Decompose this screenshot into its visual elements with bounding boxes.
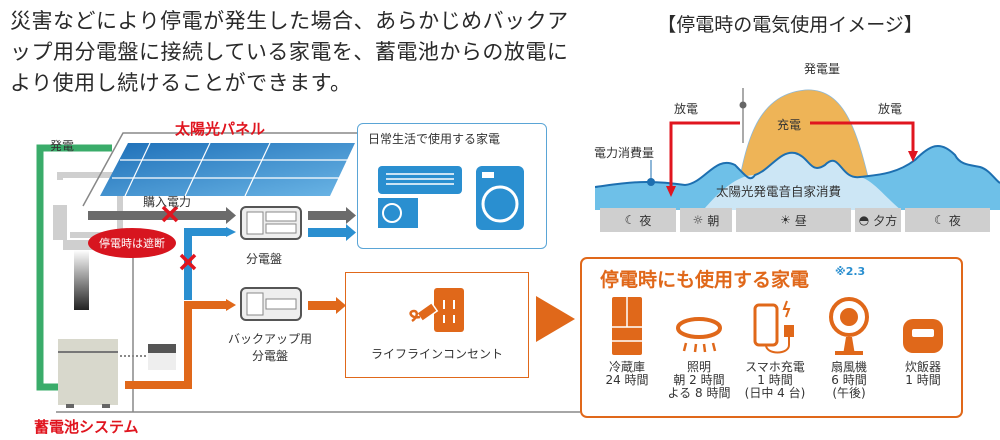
appliance-smartphone-charge: スマホ充電 1 時間 (日中 4 台)	[740, 295, 810, 400]
solar-panel-array	[100, 143, 355, 196]
sunset-icon: ◓	[858, 213, 870, 227]
appliance-text: スマホ充電 1 時間 (日中 4 台)	[744, 360, 806, 400]
appliance-light: 照明 朝 2 時間 よる 8 時間	[664, 295, 734, 400]
sun-icon: ☀	[780, 213, 791, 227]
cut-x-icon	[179, 253, 197, 271]
time-period-label: 夜	[948, 213, 961, 228]
flow-arrow-icon	[536, 296, 575, 342]
discharge-left-arrow	[669, 121, 740, 190]
rice-cooker-icon	[903, 319, 943, 353]
smartphone-charge-icon	[753, 300, 794, 354]
appliance-text: 炊飯器 1 時間	[904, 360, 941, 387]
outdoor-unit	[53, 205, 67, 240]
outage-cut-badge: 停電時は遮断	[88, 228, 176, 258]
outlet-plug-icon	[409, 288, 464, 332]
purchased-power-arrowhead	[226, 207, 236, 224]
usage-chart-title: 【停電時の電気使用イメージ】	[657, 14, 923, 36]
backup-board-label-line2: 分電盤	[251, 349, 288, 363]
lifeline-outlet-label: ライフラインコンセント	[370, 347, 503, 361]
backup-board-label-line1: バックアップ用	[227, 332, 312, 346]
time-period-night-2: ☾夜	[905, 208, 990, 232]
emergency-appliances-title: 停電時にも使用する家電	[600, 269, 810, 291]
appliance-text: 冷蔵庫 24 時間	[605, 360, 649, 387]
roof-line	[82, 132, 357, 207]
discharge-right-label: 放電	[878, 102, 903, 116]
house-pillar	[74, 250, 89, 310]
battery-unit-icon	[58, 339, 118, 408]
daily-appliances-box: 日常生活で使用する家電	[357, 123, 547, 249]
self-consumption-area	[703, 152, 902, 210]
electric-fan-icon	[829, 297, 869, 355]
panel-grid	[112, 142, 348, 197]
usage-chart	[595, 88, 1000, 210]
cut-x-icon	[161, 205, 179, 223]
daily-appliances-title: 日常生活で使用する家電	[368, 132, 501, 146]
time-period-evening: ◓夕方	[855, 208, 901, 232]
generation-amount-label: 発電量	[804, 62, 841, 76]
consumption-line	[595, 145, 1000, 188]
appliance-text: 照明 朝 2 時間 よる 8 時間	[667, 360, 731, 400]
moon-icon: ☾	[934, 213, 945, 227]
intro-text: 災害などにより停電が発生した場合、あらかじめバックアップ用分電盤に接続している家…	[10, 9, 569, 95]
battery-system-label: 蓄電池システム	[34, 418, 139, 436]
air-conditioner-icon	[378, 166, 462, 228]
daily-feed-gray-line	[308, 211, 348, 220]
battery-monitor-icon	[148, 344, 176, 370]
lifeline-feed-line	[308, 301, 338, 310]
consumption-label: 電力消費量	[594, 146, 655, 160]
time-period-label: 夜	[639, 213, 652, 228]
consumption-dot	[647, 178, 655, 186]
battery-to-board-line	[184, 228, 228, 300]
generation-dot	[739, 101, 747, 109]
ceiling-light-icon	[676, 317, 722, 353]
time-period-morning: ☼朝	[680, 208, 732, 232]
discharge-left-label: 放電	[674, 102, 699, 116]
discharge-right-arrow	[810, 121, 915, 155]
backup-board-label: バックアップ用 分電盤	[218, 330, 322, 364]
refrigerator-icon	[612, 297, 642, 355]
time-period-noon: ☀昼	[736, 208, 851, 232]
generation-line	[36, 144, 112, 391]
sun-small-icon: ☼	[692, 213, 704, 227]
lifeline-outlet-box: ライフラインコンセント	[345, 272, 529, 378]
appliance-fan: 扇風機 6 時間 (午後)	[814, 295, 884, 400]
time-period-label: 夕方	[873, 213, 898, 228]
purchased-power-line	[88, 211, 228, 220]
backup-board-icon	[240, 287, 302, 321]
appliance-text: 扇風機 6 時間 (午後)	[830, 360, 867, 400]
emergency-appliances-box: 停電時にも使用する家電 ※2.3 冷蔵庫 24 時間 照明 朝 2 時間 よる …	[580, 257, 963, 418]
generation-label: 発電	[50, 139, 75, 153]
distribution-board-label: 分電盤	[246, 252, 283, 266]
system-diagram	[36, 132, 580, 413]
appliance-refrigerator: 冷蔵庫 24 時間	[592, 295, 662, 387]
charge-label: 充電	[777, 118, 802, 132]
footnote-ref: ※2.3	[835, 265, 866, 278]
self-consumption-label: 太陽光発電音自家消費	[716, 184, 842, 199]
appliance-rice-cooker: 炊飯器 1 時間	[888, 295, 958, 387]
daily-feed-blue-line	[308, 228, 348, 237]
moon-icon: ☾	[624, 213, 636, 227]
battery-discharge-line	[125, 301, 228, 389]
solar-panel-label: 太陽光パネル	[175, 120, 266, 138]
time-period-label: 朝	[707, 213, 720, 228]
washing-machine-icon	[476, 166, 524, 230]
purchased-power-label: 購入電力	[143, 195, 192, 209]
time-period-label: 昼	[794, 213, 807, 228]
distribution-board-icon	[240, 206, 302, 240]
time-period-night: ☾夜	[600, 208, 676, 232]
